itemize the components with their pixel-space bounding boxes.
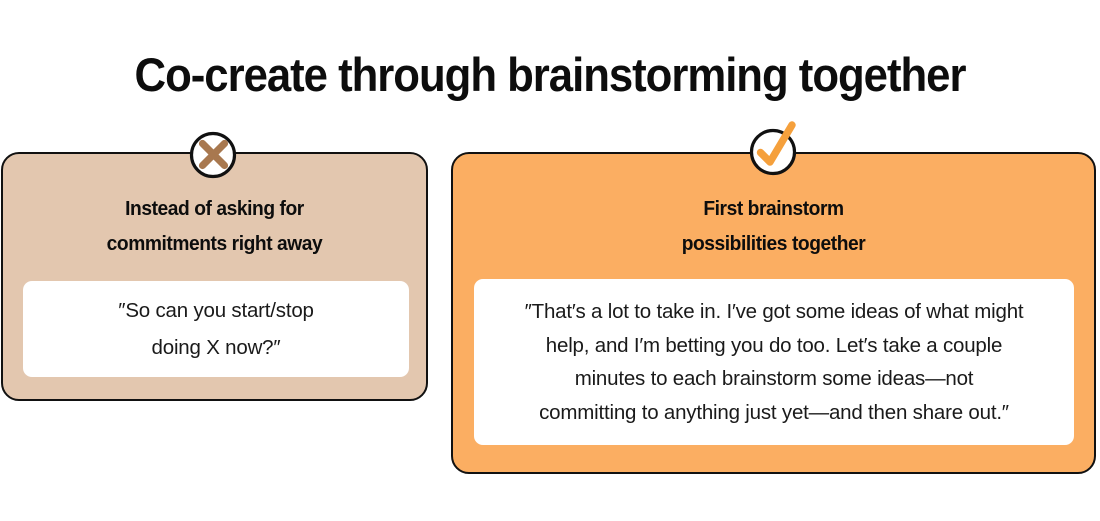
quote-right-line-1: ″That′s a lot to take in. I′ve got some … <box>524 300 1024 323</box>
quote-left-line-2: doing X now?″ <box>151 336 281 359</box>
quote-text-left: ″So can you start/stop doing X now?″ <box>118 292 314 366</box>
quote-text-right: ″That′s a lot to take in. I′ve got some … <box>511 295 1038 429</box>
quote-left-line-1: ″So can you start/stop <box>118 299 314 322</box>
card-heading-right-line-1: First brainstorm <box>703 198 844 220</box>
x-mark-icon <box>189 131 237 179</box>
quote-right-line-3: minutes to each brainstorm some ideas—no… <box>574 367 974 390</box>
card-heading-left-line-2: commitments right away <box>106 233 323 255</box>
card-instead-of-asking: Instead of asking for commitments right … <box>1 152 428 401</box>
quote-right-line-4: committing to anything just yet—and then… <box>539 400 1009 424</box>
card-heading-right-line-2: possibilities together <box>681 233 866 255</box>
page-title: Co-create through brainstorming together <box>134 48 967 101</box>
card-heading-left: Instead of asking for commitments right … <box>11 192 417 262</box>
quote-box-right: ″That′s a lot to take in. I′ve got some … <box>474 279 1074 445</box>
card-heading-right: First brainstorm possibilities together <box>466 192 1081 262</box>
check-mark-icon <box>749 121 797 176</box>
card-heading-left-line-1: Instead of asking for <box>125 198 304 220</box>
card-first-brainstorm: First brainstorm possibilities together … <box>451 152 1096 474</box>
quote-right-line-2: help, and I′m betting you do too. Let′s … <box>545 333 1003 357</box>
quote-box-left: ″So can you start/stop doing X now?″ <box>23 281 409 377</box>
